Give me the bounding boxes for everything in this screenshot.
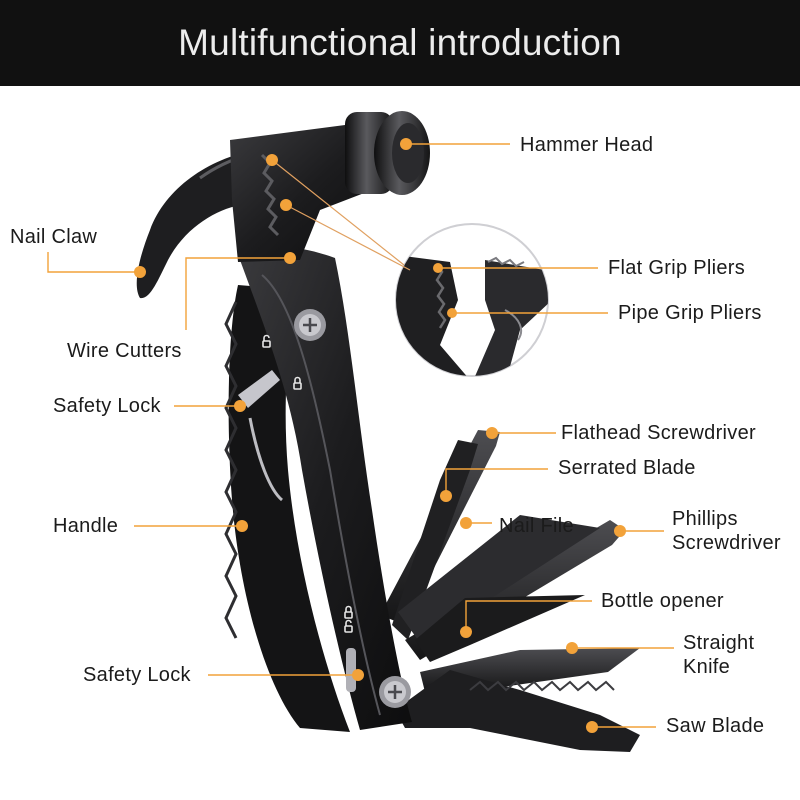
title-banner: Multifunctional introduction	[0, 0, 800, 86]
leader-bottle-opener	[465, 600, 592, 632]
nail-file-blade	[398, 515, 600, 640]
label-saw-blade: Saw Blade	[666, 715, 765, 737]
label-safety-lock-bottom: Safety Lock	[83, 664, 191, 686]
label-flathead-screwdriver: Flathead Screwdriver	[561, 422, 756, 444]
label-bottle-opener: Bottle opener	[601, 590, 724, 612]
safety-lock-slider-top	[238, 370, 284, 502]
label-pipe-grip-pliers: Pipe Grip Pliers	[618, 302, 762, 324]
lock-icons	[262, 334, 353, 633]
callout-lines	[47, 143, 674, 728]
label-safety-lock-top: Safety Lock	[53, 395, 161, 417]
label-flat-grip-pliers: Flat Grip Pliers	[608, 257, 746, 279]
label-hammer-head: Hammer Head	[520, 134, 654, 156]
safety-lock-slider-bottom	[346, 648, 356, 692]
label-phillips-line1: Phillips	[672, 508, 738, 530]
label-phillips-screwdriver: Phillips Screwdriver	[672, 507, 781, 555]
zoom-leader-lines	[271, 159, 411, 271]
serrated-blade	[392, 440, 478, 640]
label-serrated-blade: Serrated Blade	[558, 457, 696, 479]
leader-serrated	[445, 468, 548, 496]
pliers-zoom-inset	[395, 223, 549, 377]
plier-jaws	[260, 153, 280, 237]
label-nail-file: Nail File	[499, 515, 574, 537]
saw-blade	[395, 670, 640, 752]
label-nail-claw: Nail Claw	[10, 226, 98, 248]
label-straight-line1: Straight	[683, 632, 755, 654]
pivot-screw-bottom	[379, 676, 411, 708]
callout-dots	[134, 138, 626, 733]
page-title: Multifunctional introduction	[178, 22, 622, 63]
label-straight-line2: Knife	[683, 656, 731, 678]
leader-wire-cutters	[185, 257, 290, 330]
bottle-opener-blade	[415, 595, 585, 662]
label-phillips-line2: Screwdriver	[672, 532, 781, 554]
hammer-head	[345, 111, 430, 195]
label-handle: Handle	[53, 515, 119, 537]
leader-nail-claw	[47, 252, 140, 273]
label-straight-knife: Straight Knife	[683, 631, 754, 679]
tool-blades	[380, 430, 640, 752]
pivot-screw-top	[294, 309, 326, 341]
label-wire-cutters: Wire Cutters	[67, 340, 182, 362]
